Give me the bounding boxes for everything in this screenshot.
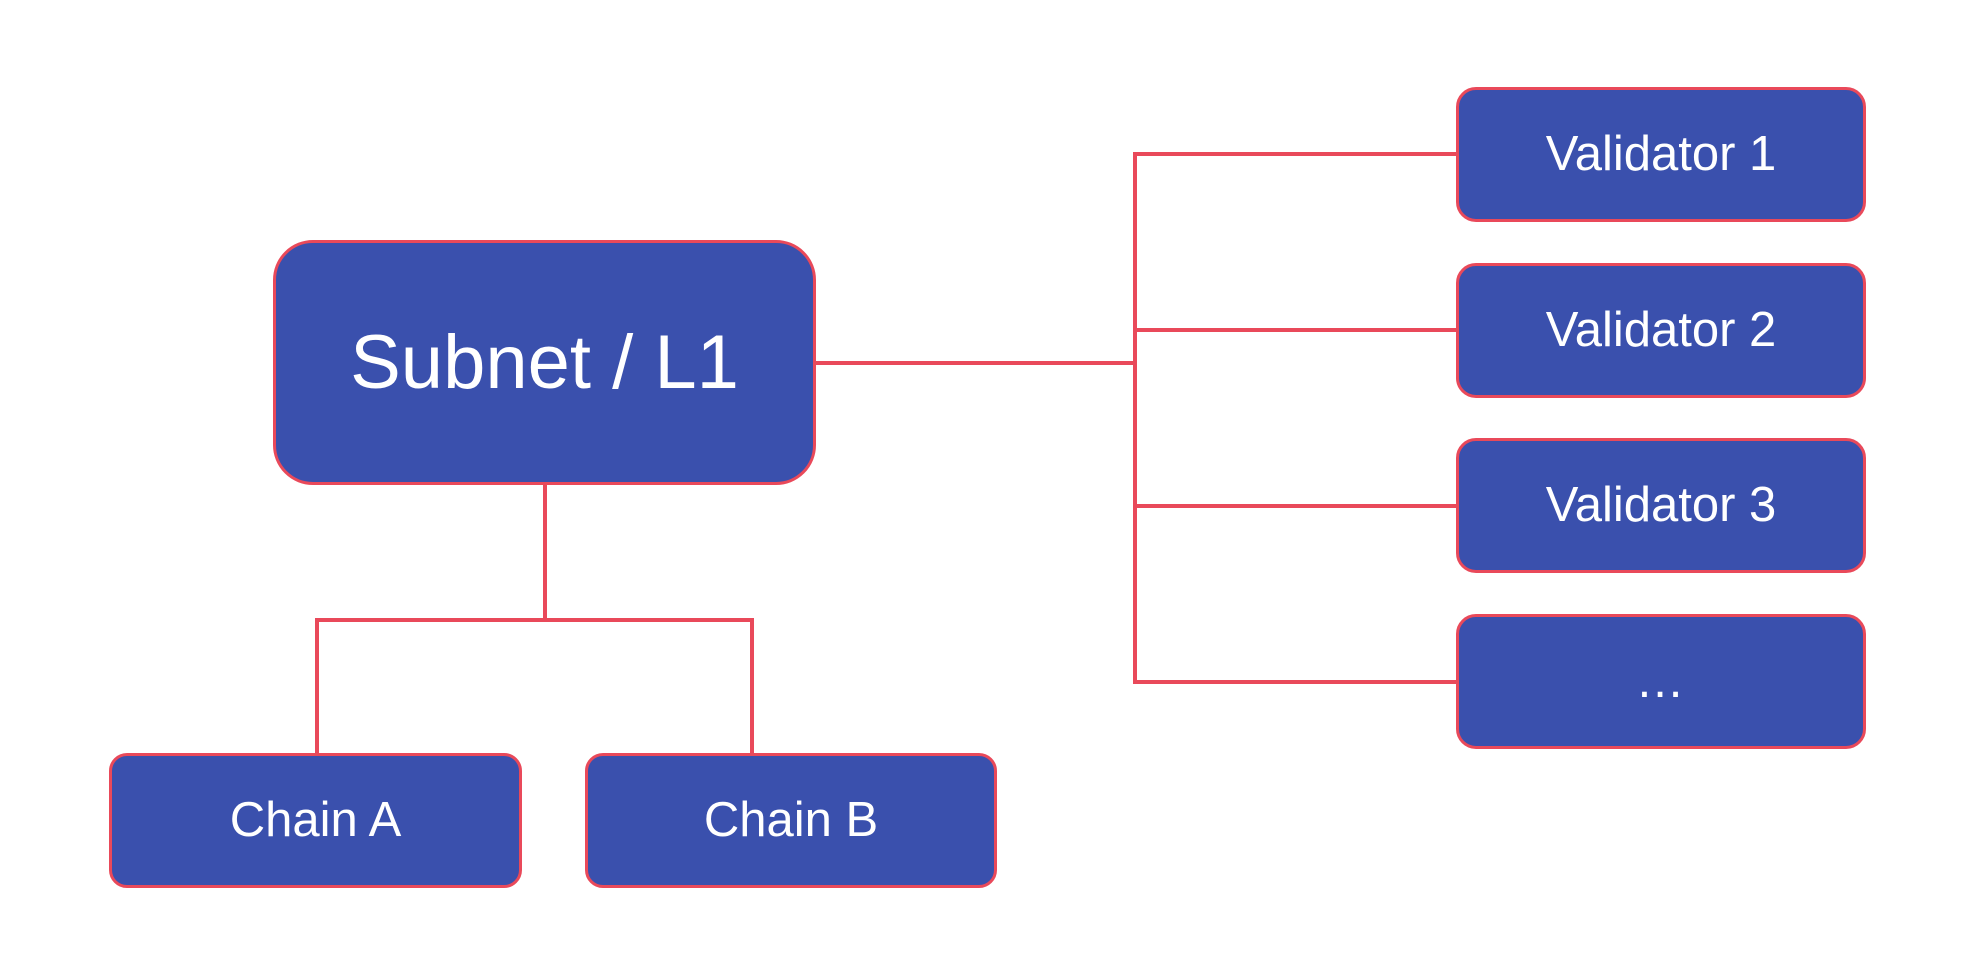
connector-subnet-to-spine [816, 361, 1137, 365]
validator-1-label: Validator 1 [1545, 127, 1777, 181]
validator-more-node: ... [1456, 614, 1866, 749]
subnet-l1-node: Subnet / L1 [273, 240, 816, 485]
connector-subnet-to-chain-bar [543, 485, 547, 620]
connector-branch-validator-2 [1133, 328, 1456, 332]
connector-chain-bar [315, 618, 754, 622]
chain-b-node: Chain B [585, 753, 997, 888]
validator-3-label: Validator 3 [1545, 478, 1777, 532]
connector-branch-validator-1 [1133, 152, 1456, 156]
validator-2-label: Validator 2 [1545, 303, 1777, 357]
connector-drop-chain-b [750, 618, 754, 754]
chain-a-node: Chain A [109, 753, 522, 888]
validator-1-node: Validator 1 [1456, 87, 1866, 222]
validator-2-node: Validator 2 [1456, 263, 1866, 398]
validator-more-label: ... [1637, 654, 1685, 708]
connector-drop-chain-a [315, 618, 319, 754]
subnet-l1-label: Subnet / L1 [350, 319, 739, 405]
chain-a-label: Chain A [229, 793, 402, 847]
connector-validator-spine [1133, 152, 1137, 684]
connector-branch-validator-more [1133, 680, 1456, 684]
validator-3-node: Validator 3 [1456, 438, 1866, 573]
connector-branch-validator-3 [1133, 504, 1456, 508]
chain-b-label: Chain B [703, 793, 879, 847]
